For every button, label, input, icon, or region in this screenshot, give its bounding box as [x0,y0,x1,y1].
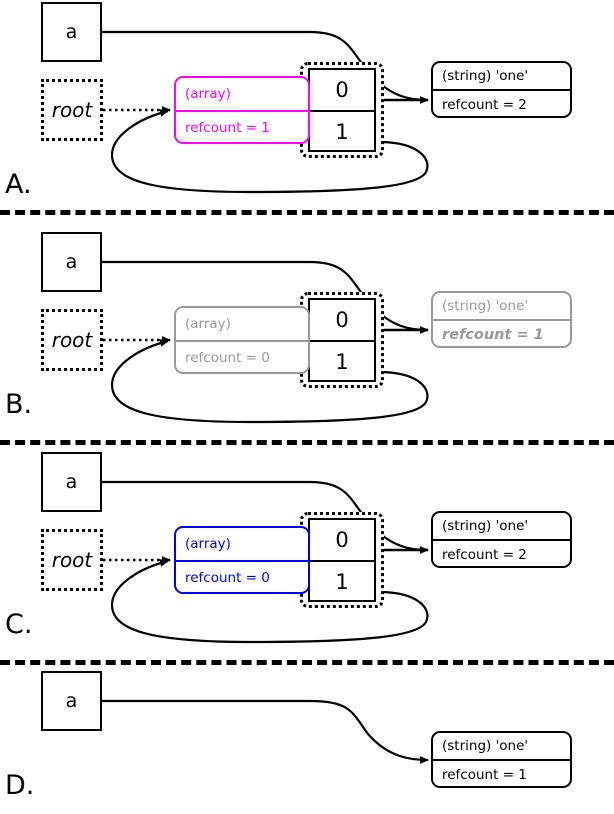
variable-label: a [65,471,78,493]
panel-a: a root 0 1 (array) refcount = 1 (string)… [0,0,614,210]
array-cell-0: 0 [310,300,374,342]
panel-separator-1 [0,210,614,215]
string-type-label: (string) 'one' [433,293,570,321]
variable-label: a [65,690,78,712]
panel-letter-d: D. [5,770,35,801]
array-zval-box: (array) refcount = 0 [174,306,310,374]
panel-c: a root 0 1 (array) refcount = 0 (string)… [0,450,614,650]
array-cell-1: 1 [335,120,349,144]
array-refcount-label: refcount = 1 [185,120,270,136]
root-label: root [51,328,93,352]
panel-b: a root 0 1 (array) refcount = 0 (string)… [0,230,614,430]
array-cell-1: 1 [335,350,349,374]
panel-d: a (string) 'one' refcount = 1 D. [0,669,614,814]
array-cell-0: 0 [310,70,374,112]
root-box: root [41,309,103,371]
array-type-label: (array) [176,528,308,562]
variable-box-a: a [41,2,102,62]
root-box: root [41,529,103,591]
string-refcount-label: refcount = 1 [442,326,544,343]
array-refcount-label: refcount = 0 [185,570,270,586]
string-zval-box: (string) 'one' refcount = 1 [431,731,572,788]
array-cell-0: 0 [310,520,374,562]
array-cells: 0 1 [308,68,376,152]
array-cells: 0 1 [308,298,376,382]
string-type-label: (string) 'one' [433,513,570,541]
array-refcount-label: refcount = 0 [185,350,270,366]
string-refcount-label: refcount = 1 [442,766,527,783]
string-refcount-label: refcount = 2 [442,546,527,563]
array-zval-box: (array) refcount = 1 [174,76,310,144]
string-type-label: (string) 'one' [433,733,570,761]
string-refcount-label: refcount = 2 [442,96,527,113]
root-label: root [51,548,93,572]
string-zval-box: (string) 'one' refcount = 2 [431,61,572,118]
root-box: root [41,79,103,141]
string-zval-box: (string) 'one' refcount = 1 [431,291,572,348]
root-label: root [51,98,93,122]
array-zval-box: (array) refcount = 0 [174,526,310,594]
string-type-label: (string) 'one' [433,63,570,91]
panel-letter-b: B. [5,389,33,420]
string-zval-box: (string) 'one' refcount = 2 [431,511,572,568]
panel-letter-a: A. [5,169,32,200]
array-cell-1: 1 [335,570,349,594]
array-cells: 0 1 [308,518,376,602]
variable-label: a [65,21,78,43]
array-type-label: (array) [176,308,308,342]
variable-box-a: a [41,671,102,731]
panel-letter-c: C. [5,609,33,640]
variable-box-a: a [41,452,102,512]
panel-separator-3 [0,660,614,665]
variable-label: a [65,251,78,273]
panel-separator-2 [0,440,614,445]
variable-box-a: a [41,232,102,292]
array-type-label: (array) [176,78,308,112]
